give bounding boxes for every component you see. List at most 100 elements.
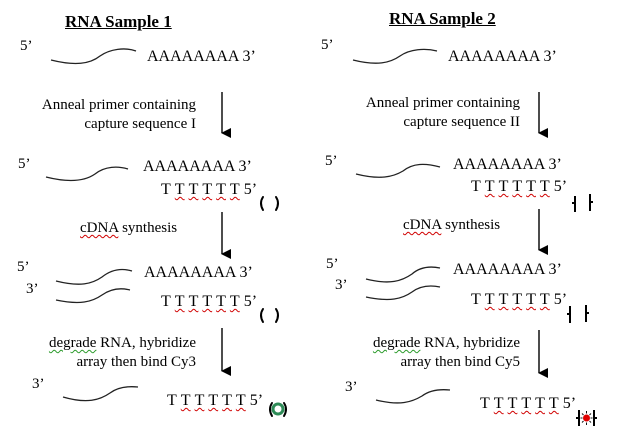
step-hybridize-line1: degrade RNA, hybridize [330,334,520,353]
step-hybridize-line2: array then bind Cy3 [76,354,196,370]
step-hybridize-rest: RNA, hybridize [96,335,196,351]
poly-a-tail: AAAAAAAA 3’ [144,264,253,281]
capture-sequence-ii-tag [576,410,597,426]
t-base: T [484,291,495,308]
t-base: T [229,293,240,310]
t-base: T [512,291,523,308]
poly-a-tail: AAAAAAAA 3’ [448,48,557,65]
t-base: T [222,392,232,409]
panel-title: RNA Sample 1 [65,12,172,31]
t-base: T [161,181,171,198]
five-prime-end: 5’ [243,181,258,198]
t-base: T [507,395,518,412]
t-base: T [498,291,509,308]
t-base: T [471,291,481,308]
five-prime-label: 5’ [20,38,33,54]
cdna-strand [365,285,441,301]
poly-a-tail: AAAAAAAA 3’ [453,156,562,173]
t-base: T [174,181,185,198]
cdna-strand [375,389,451,404]
t-base: T [188,293,199,310]
five-prime-end: 5’ [243,293,258,310]
t-base: T [535,395,545,412]
t-base: T [161,293,171,310]
t-base: T [539,291,550,308]
capture-sequence-i-tag [269,402,287,417]
cy5-dye-icon [580,411,593,425]
t-base: T [180,392,191,409]
three-prime-label: 3’ [32,376,45,392]
t-base: T [526,178,536,195]
t-base: T [174,293,185,310]
t-base: T [471,178,481,195]
poly-a-tail: AAAAAAAA 3’ [143,158,252,175]
poly-a-tail: AAAAAAAA 3’ [147,48,256,65]
panel-title: RNA Sample 2 [389,9,496,28]
t-base: T [539,178,550,195]
capture-sequence-ii-tag [567,305,589,323]
rna-strand [45,166,129,182]
step-hybridize-line1: degrade RNA, hybridize [18,334,196,353]
t-base: T [194,392,205,409]
t-base: T [521,395,532,412]
step-hybridize-label: degrade RNA, hybridize array then bind C… [18,334,196,372]
capture-sequence-i-tag [260,308,279,323]
t-base: T [526,291,536,308]
step-hybridize-rest: RNA, hybridize [420,335,520,351]
five-prime-label: 5’ [17,259,30,275]
t-base: T [484,178,495,195]
t-base: T [202,293,213,310]
t-base: T [548,395,559,412]
step-cdna-label: cDNA synthesis [403,216,500,235]
step-anneal-line1: Anneal primer containing [365,95,520,111]
capture-sequence-i-tag [260,196,279,211]
step-anneal-line2: capture sequence I [84,116,196,132]
step-hybridize-word: degrade [48,335,97,351]
five-prime-end: 5’ [553,291,568,308]
cdna-strand [62,386,139,402]
t-base: T [216,181,226,198]
t-base: T [493,395,504,412]
poly-a-tail: AAAAAAAA 3’ [453,261,562,278]
five-prime-end: 5’ [249,392,264,409]
cdna-strand [55,288,131,304]
t-base: T [167,392,177,409]
step-cdna-rest: synthesis [118,220,178,236]
step-anneal-line1: Anneal primer containing [41,97,196,113]
rna-strand [365,266,441,283]
step-hybridize-word: degrade [372,335,421,351]
step-cdna-word: cDNA [80,220,119,236]
step-anneal-line2: capture sequence II [403,114,520,130]
rna-strand [50,48,137,65]
five-prime-label: 5’ [321,37,334,53]
rna-strand [352,48,438,64]
t-base: T [208,392,219,409]
t-base: T [235,392,246,409]
t-base: T [480,395,490,412]
step-anneal-label: Anneal primer containing capture sequenc… [10,96,196,134]
t-base: T [229,181,240,198]
three-prime-label: 3’ [335,277,348,293]
step-cdna-word: cDNA [403,217,442,233]
capture-sequence-ii-tag [572,194,593,212]
three-prime-label: 3’ [345,379,358,395]
five-prime-label: 5’ [325,153,338,169]
step-cdna-label: cDNA synthesis [80,219,177,238]
rna-strand [355,163,441,178]
step-hybridize-line2: array then bind Cy5 [400,354,520,370]
t-base: T [216,293,226,310]
t-base: T [202,181,213,198]
t-base: T [512,178,523,195]
rna-strand [55,268,133,285]
step-anneal-label: Anneal primer containing capture sequenc… [330,94,520,132]
five-prime-label: 5’ [18,156,31,172]
step-hybridize-label: degrade RNA, hybridize array then bind C… [330,334,520,372]
cy3-dye-icon [271,402,285,416]
step-cdna-rest: synthesis [441,217,501,233]
t-base: T [498,178,509,195]
